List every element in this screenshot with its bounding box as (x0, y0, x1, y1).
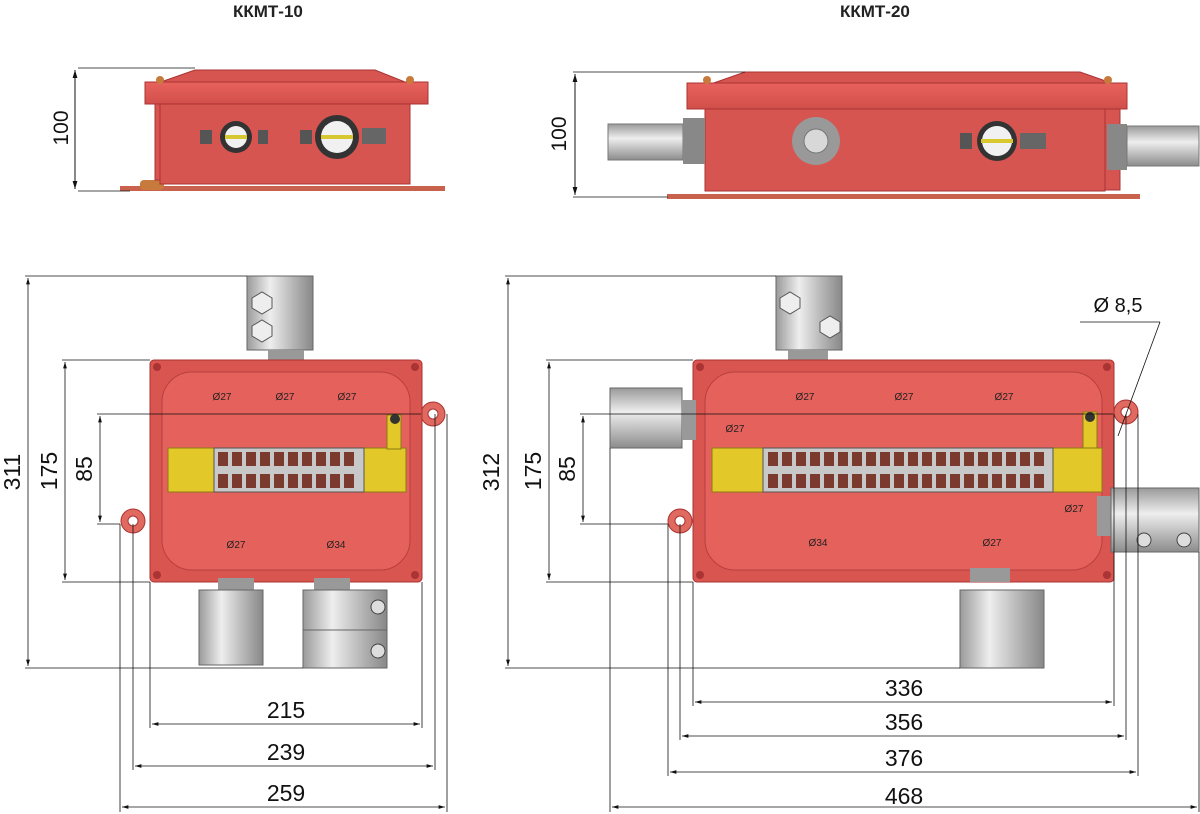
title-kkmt-20: ККМТ-20 (840, 2, 910, 21)
kkmt20-mount-label: 85 (554, 456, 580, 482)
kkmt20-w2-label: 356 (885, 709, 923, 735)
kkmt20-hole-right: Ø27 (1065, 504, 1084, 515)
kkmt10-w2-label: 239 (267, 739, 305, 765)
kkmt20-height-label: 100 (548, 116, 571, 151)
kkmt10-height-dimension: 100 (50, 67, 195, 192)
kkmt10-height-label: 100 (50, 110, 73, 145)
kkmt20-height-dimension: 100 (548, 71, 745, 198)
kkmt10-w3-label: 259 (267, 780, 305, 806)
kkmt10-hole-top-3: Ø27 (338, 392, 357, 403)
kkmt20-hole-top-2: Ø27 (895, 392, 914, 403)
kkmt20-hole-bottom-2: Ø27 (983, 538, 1002, 549)
kkmt10-dimensions (25, 275, 448, 812)
kkmt20-hole-top-1: Ø27 (796, 392, 815, 403)
kkmt10-overall-label: 311 (0, 454, 25, 491)
kkmt20-w3-label: 376 (885, 745, 923, 771)
kkmt20-inner-label: 175 (520, 452, 546, 490)
kkmt20-side-view (607, 71, 1200, 199)
kkmt20-hole-left: Ø27 (726, 424, 745, 435)
kkmt20-hole-top-3: Ø27 (995, 392, 1014, 403)
kkmt20-overall-label: 312 (478, 453, 504, 491)
kkmt20-w1-label: 336 (885, 675, 923, 701)
kkmt10-inner-label: 175 (36, 452, 62, 490)
kkmt20-dimensions (505, 275, 1200, 812)
kkmt10-hole-bottom-1: Ø27 (227, 540, 246, 551)
kkmt10-mount-label: 85 (71, 456, 97, 482)
title-kkmt-10: ККМТ-10 (233, 2, 303, 21)
kkmt10-hole-bottom-2: Ø34 (327, 540, 346, 551)
kkmt20-hole-diameter-label: Ø 8,5 (1094, 295, 1143, 317)
kkmt10-top-view: Ø27 Ø27 Ø27 Ø27 Ø34 (120, 275, 446, 669)
kkmt10-side-view (120, 69, 445, 191)
kkmt20-top-view: Ø27 Ø27 Ø27 Ø27 Ø27 Ø34 Ø27 (609, 275, 1200, 669)
kkmt10-hole-top-1: Ø27 (213, 392, 232, 403)
kkmt10-w1-label: 215 (267, 697, 305, 723)
kkmt20-hole-bottom-1: Ø34 (809, 538, 828, 549)
kkmt20-w4-label: 468 (885, 783, 923, 809)
kkmt10-hole-top-2: Ø27 (276, 392, 295, 403)
